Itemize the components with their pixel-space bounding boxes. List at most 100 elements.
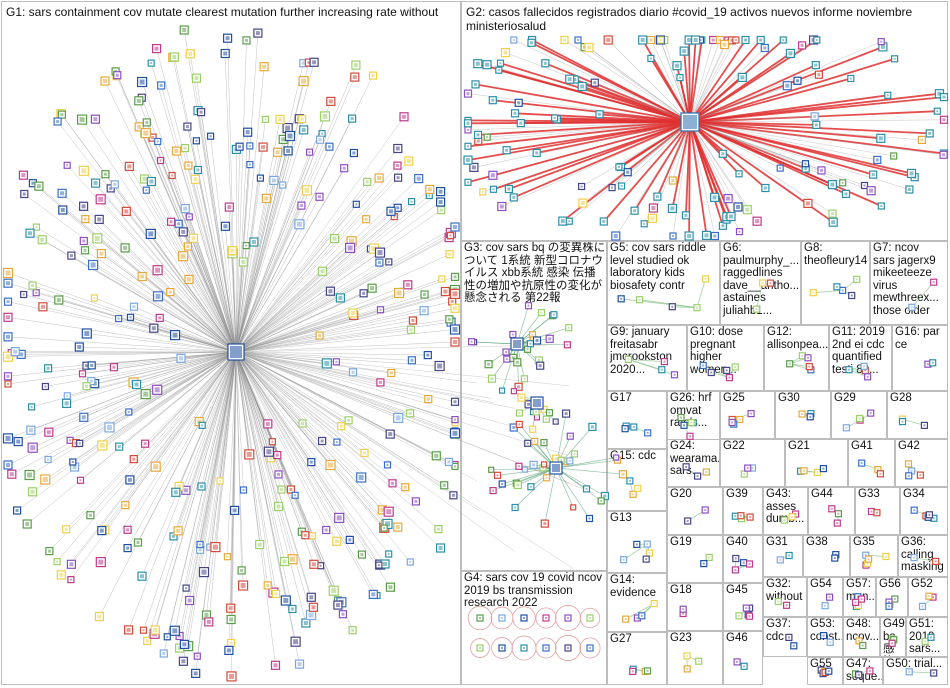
- network-edge: [101, 253, 237, 353]
- node-fill: [921, 605, 924, 608]
- node-fill: [153, 464, 159, 470]
- network-edge: [235, 196, 320, 353]
- node-fill: [749, 516, 752, 519]
- network-edge: [184, 351, 237, 645]
- node-fill: [505, 358, 508, 361]
- network-edge: [235, 252, 381, 353]
- node-fill: [188, 215, 191, 218]
- node-fill: [936, 110, 939, 113]
- node-fill: [649, 57, 652, 60]
- node-fill: [779, 558, 782, 561]
- node-fill: [69, 562, 74, 567]
- node-fill: [734, 39, 737, 41]
- network-edge: [235, 152, 310, 353]
- node-fill: [117, 445, 121, 449]
- node-fill: [485, 62, 489, 67]
- network-edge: [86, 333, 237, 353]
- node-fill: [6, 281, 10, 286]
- node-fill: [97, 217, 102, 222]
- node-fill: [738, 418, 741, 421]
- node-fill: [145, 189, 148, 192]
- node-fill: [907, 462, 910, 465]
- node-fill: [467, 145, 469, 148]
- network-edge: [696, 278, 706, 308]
- node-fill: [452, 327, 458, 332]
- node-fill: [350, 311, 355, 315]
- group-panel-g41: G41: [848, 439, 895, 487]
- node-fill: [127, 164, 132, 169]
- node-fill: [467, 128, 469, 131]
- network-edge: [689, 96, 945, 123]
- network-edge: [92, 264, 237, 353]
- node-fill: [132, 305, 136, 309]
- network-edge: [235, 139, 284, 353]
- node-fill: [673, 373, 676, 376]
- node-fill: [341, 612, 345, 616]
- network-edge: [235, 319, 450, 353]
- node-fill: [543, 61, 547, 65]
- network-edge: [235, 351, 518, 428]
- network-edge: [235, 351, 378, 596]
- node-fill: [729, 214, 733, 219]
- network-edge: [501, 343, 518, 391]
- network-edge: [235, 181, 368, 353]
- group-label: G3: cov sars bq の変異株について 1系統 新型コロナウイルス x…: [464, 242, 606, 304]
- node-fill: [30, 445, 36, 451]
- node-fill: [569, 435, 572, 438]
- network-edge: [18, 351, 237, 442]
- node-fill: [360, 553, 364, 557]
- group-panel-g40: G40: [723, 535, 763, 583]
- node-fill: [805, 201, 810, 206]
- network-edge: [235, 77, 356, 353]
- network-edge: [235, 116, 405, 353]
- node-fill: [169, 220, 173, 224]
- node-fill: [927, 595, 930, 598]
- node-fill: [712, 195, 717, 200]
- node-fill: [624, 618, 627, 621]
- group-label: G20: [670, 488, 692, 500]
- node-fill: [30, 489, 35, 494]
- node-fill: [470, 340, 473, 343]
- node-fill: [126, 546, 130, 550]
- node-fill: [828, 596, 831, 599]
- node-fill: [60, 208, 65, 212]
- network-edge: [187, 351, 237, 647]
- node-fill: [274, 592, 278, 596]
- node-fill: [671, 179, 675, 182]
- node-fill: [672, 235, 674, 237]
- node-fill: [201, 569, 207, 575]
- network-edge: [502, 467, 557, 485]
- node-fill: [564, 412, 568, 416]
- group-panel-g23: G23: [667, 631, 723, 685]
- node-fill: [264, 196, 269, 201]
- group-panel-g42: G42: [895, 439, 948, 487]
- node-fill: [396, 206, 400, 210]
- network-edge: [201, 351, 237, 426]
- node-fill: [371, 74, 375, 78]
- network-edge: [235, 315, 354, 353]
- node-fill: [529, 342, 532, 345]
- network-edge: [235, 351, 362, 478]
- network-edge: [689, 47, 766, 123]
- node-fill: [301, 127, 306, 132]
- node-fill: [126, 627, 131, 632]
- node-fill: [188, 51, 193, 56]
- network-edge: [129, 351, 237, 481]
- node-fill: [56, 560, 59, 563]
- network-edge: [235, 261, 389, 353]
- node-fill: [884, 555, 887, 558]
- network-edge: [623, 543, 648, 561]
- node-fill: [801, 354, 804, 357]
- node-fill: [195, 139, 198, 142]
- network-edge: [235, 248, 375, 353]
- node-fill: [309, 595, 314, 600]
- node-fill: [932, 672, 935, 674]
- node-fill: [177, 484, 182, 489]
- node-fill: [792, 644, 795, 647]
- node-fill: [910, 470, 913, 472]
- group-label: G2: casos fallecidos registrados diario …: [466, 5, 913, 33]
- group-label: G12: allisonpea...: [767, 326, 829, 351]
- node-fill: [531, 428, 534, 431]
- network-edge: [127, 351, 237, 530]
- network-edge: [235, 219, 367, 353]
